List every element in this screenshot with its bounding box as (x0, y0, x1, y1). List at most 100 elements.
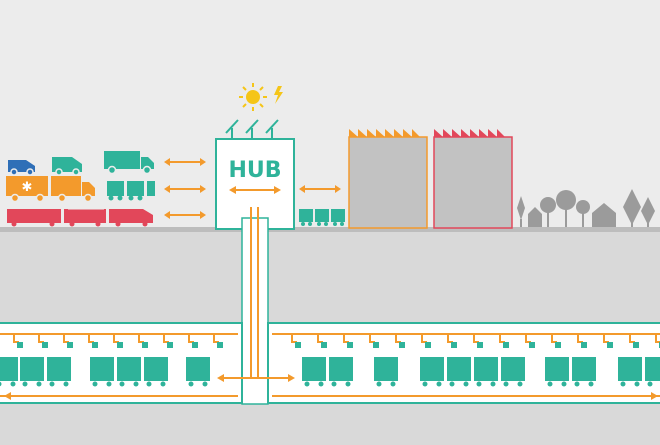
rail-hook-box (295, 342, 301, 348)
teal-cargo-carts-icon (107, 181, 155, 201)
cart-wheel (561, 381, 567, 387)
tunnel-cart (545, 357, 569, 381)
rail-hook-box (117, 342, 123, 348)
tunnel-cart (645, 357, 660, 381)
tunnel-cart (374, 357, 398, 381)
rail-hook-box (373, 342, 379, 348)
cart-wheel (0, 381, 2, 387)
cart-wheel (188, 381, 194, 387)
tunnel-cart (572, 357, 596, 381)
house-icon (528, 203, 616, 227)
tunnel-cart (186, 357, 210, 381)
cart-wheel (574, 381, 580, 387)
vehicle-hub-arrows (164, 158, 206, 219)
rail-hook-box (347, 342, 353, 348)
cart-wheel (449, 381, 455, 387)
delivery-carts-icon (299, 209, 345, 226)
cart-wheel (517, 381, 523, 387)
hub-label: HUB (228, 158, 281, 183)
cart-wheel (106, 381, 112, 387)
rail-hook-box (192, 342, 198, 348)
tunnel-transfer-arrows (4, 374, 658, 400)
cart-wheel (647, 381, 653, 387)
rail-hook-box (399, 342, 405, 348)
tunnel-cart (90, 357, 114, 381)
cart-wheel (463, 381, 469, 387)
cart-wheel (390, 381, 396, 387)
cart-wheel (133, 381, 139, 387)
sun-icon (239, 83, 267, 111)
red-warehouse (433, 129, 513, 229)
teal-van-icon (52, 157, 82, 176)
rail-hook-box (425, 342, 431, 348)
overhead-rail-hooks (13, 334, 660, 348)
cart-wheel (36, 381, 42, 387)
tunnel-cart (618, 357, 642, 381)
vertical-shaft (241, 207, 269, 405)
orange-refrigerated-truck-icon: ✱ (6, 176, 95, 203)
rail-hook-box (17, 342, 23, 348)
cart-wheel (146, 381, 152, 387)
teal-truck-icon (104, 151, 154, 175)
rail-hook-box (67, 342, 73, 348)
tunnel-cart (447, 357, 471, 381)
tunnel-carts (0, 357, 660, 387)
rail-hook-box (633, 342, 639, 348)
tunnel-cart (474, 357, 498, 381)
cart-wheel (49, 381, 55, 387)
cart-wheel (160, 381, 166, 387)
cart-wheel (345, 381, 351, 387)
rail-hook-box (321, 342, 327, 348)
cart-wheel (588, 381, 594, 387)
cart-wheel (476, 381, 482, 387)
blue-van-icon (8, 160, 35, 176)
cart-wheel (503, 381, 509, 387)
tunnel-cart (144, 357, 168, 381)
rail-hook-box (42, 342, 48, 348)
rail-hook-box (503, 342, 509, 348)
rail-hook-box (607, 342, 613, 348)
tunnel-cart (117, 357, 141, 381)
cart-wheel (490, 381, 496, 387)
cart-wheel (331, 381, 337, 387)
tunnel-cart (0, 357, 18, 381)
tunnel-cart (501, 357, 525, 381)
rail-hook-box (167, 342, 173, 348)
orange-warehouse (348, 129, 428, 229)
tunnel-cart (302, 357, 326, 381)
cart-wheel (92, 381, 98, 387)
tunnel-cart (47, 357, 71, 381)
surface-vehicles: ✱ (6, 151, 155, 227)
snowflake-icon: ✱ (22, 180, 33, 195)
cart-wheel (10, 381, 16, 387)
cart-wheel (620, 381, 626, 387)
tunnel-cart (329, 357, 353, 381)
rail-hook-box (451, 342, 457, 348)
cart-wheel (376, 381, 382, 387)
rail-hook-box (581, 342, 587, 348)
solar-panel-icon (225, 119, 279, 139)
cart-wheel (22, 381, 28, 387)
tunnel-cart (420, 357, 444, 381)
rail-hook-box (555, 342, 561, 348)
cart-wheel (422, 381, 428, 387)
ground-line (0, 227, 660, 232)
cart-wheel (547, 381, 553, 387)
cart-wheel (63, 381, 69, 387)
rail-hook-box (477, 342, 483, 348)
tunnel-cart (20, 357, 44, 381)
cart-wheel (202, 381, 208, 387)
cart-wheel (634, 381, 640, 387)
cart-wheel (436, 381, 442, 387)
hub-warehouse-arrow (299, 185, 341, 193)
lightning-icon (274, 86, 283, 104)
red-train-icon (7, 208, 153, 227)
tree-icon (517, 189, 655, 227)
cart-wheel (304, 381, 310, 387)
rail-hook-box (529, 342, 535, 348)
cart-wheel (318, 381, 324, 387)
rail-hook-box (92, 342, 98, 348)
hub-internal-arrow (229, 186, 281, 194)
rail-hook-box (217, 342, 223, 348)
